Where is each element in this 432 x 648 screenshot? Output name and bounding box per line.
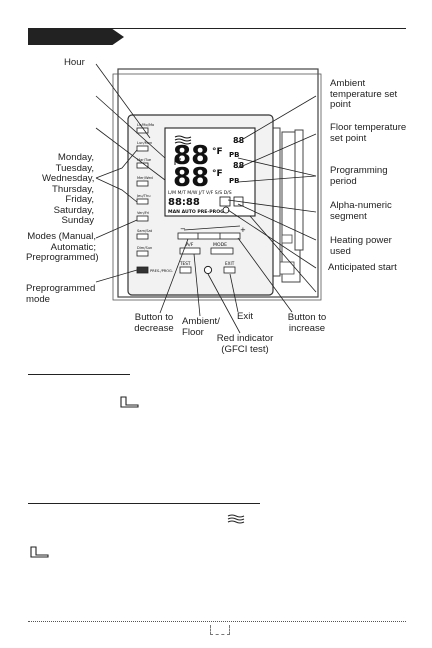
- label-preprogrammed-mode: Preprogrammed mode: [26, 283, 96, 305]
- section-tab: [28, 29, 124, 45]
- label-button-increase: Button to increase: [287, 312, 327, 334]
- lcd-time-digits: 88:88: [168, 197, 200, 208]
- pres-prog-label: PRES./PROG.: [150, 269, 173, 273]
- footer-dotted-rule: [28, 621, 406, 622]
- lcd-anticipation-icon: [222, 206, 230, 214]
- day-btn-6: Sam/Sat: [137, 229, 153, 233]
- lcd-heating-icon: [174, 135, 192, 145]
- day-btn-1: Lun/Mon: [137, 141, 152, 145]
- lcd-ambient-period: PB: [229, 151, 239, 159]
- label-ambient-floor: Ambient/ Floor: [182, 316, 220, 338]
- test-button[interactable]: [179, 266, 192, 274]
- label-alpha-numeric: Alpha-numeric segment: [330, 200, 392, 222]
- label-ambient-set-point: Ambient temperature set point: [330, 78, 398, 110]
- header-rule: [28, 28, 406, 29]
- side-connector: [279, 261, 295, 275]
- af-label: A/F: [186, 242, 194, 248]
- lcd-days-row: L/M M/T M/W J/T V/F S/S D/S: [168, 190, 232, 196]
- side-rail-right: [294, 129, 304, 251]
- lcd-alpha-segment: [219, 196, 231, 207]
- floor-icon: [174, 158, 181, 165]
- lcd-floor-unit: °F: [212, 169, 223, 179]
- label-hour: Hour: [64, 57, 85, 68]
- red-indicator-light: [203, 265, 213, 275]
- day-button-labels: Lu/Mo/Mo Lun/Mon Mar/Tue Mer/Wed Jeu/Thu…: [136, 123, 154, 250]
- label-heating-power: Heating power used: [330, 235, 392, 257]
- lcd-ambient-unit: °F: [212, 147, 223, 157]
- day-btn-4: Jeu/Thu: [136, 194, 151, 198]
- callout-lines: [95, 63, 317, 334]
- housing-outline: [112, 73, 322, 301]
- lcd-floor-small: 88: [233, 161, 245, 170]
- side-slot: [281, 234, 293, 244]
- label-button-decrease: Button to decrease: [134, 312, 174, 334]
- lcd-ambient-small: 88: [233, 136, 245, 145]
- mode-label: MODE: [213, 242, 227, 248]
- section-underline-1: [28, 374, 130, 375]
- test-label: TEST: [179, 261, 191, 266]
- day-buttons[interactable]: [136, 127, 149, 257]
- label-days: Monday, Tuesday, Wednesday, Thursday, Fr…: [42, 152, 95, 226]
- day-btn-7: Dim/Sun: [137, 246, 152, 250]
- lcd-screen: [164, 127, 256, 217]
- floor-sensor-icon-2: [30, 546, 49, 558]
- label-exit: Exit: [237, 311, 253, 322]
- lcd-floor-digits: 88: [173, 163, 209, 193]
- lcd-ambient-digits: 88: [173, 141, 209, 171]
- plus-glyph: +: [240, 226, 246, 234]
- section-underline-2: [28, 503, 260, 504]
- minus-glyph: −: [180, 225, 186, 233]
- label-programming-period: Programming period: [330, 165, 388, 187]
- lcd-power-bar: [233, 196, 244, 207]
- heating-waves-icon: [227, 514, 245, 524]
- exit-button[interactable]: [223, 266, 236, 274]
- adjust-bar[interactable]: [177, 232, 241, 240]
- day-btn-3: Mer/Wed: [137, 176, 153, 180]
- label-modes: Modes (Manual, Automatic; Preprogrammed): [26, 231, 99, 263]
- lcd-floor-period: PB: [229, 177, 239, 185]
- exit-label: EXIT: [225, 261, 235, 266]
- page-number-box: [210, 625, 230, 635]
- day-btn-2: Mar/Tue: [137, 158, 152, 162]
- day-btn-5: Ven/Fri: [137, 211, 149, 215]
- pres-prog-button[interactable]: [136, 266, 149, 274]
- floor-sensor-icon: [120, 396, 139, 408]
- mode-button[interactable]: [210, 247, 234, 255]
- lcd-mode-row: MAN AUTO PRE-PROG: [168, 209, 224, 215]
- label-floor-set-point: Floor temperature set point: [330, 122, 407, 144]
- label-anticipated-start: Anticipated start: [328, 262, 397, 273]
- level-ramp: [183, 225, 241, 231]
- af-button[interactable]: [179, 247, 201, 255]
- day-btn-0: Lu/Mo/Mo: [137, 123, 154, 127]
- label-red-indicator: Red indicator (GFCI test): [216, 333, 274, 355]
